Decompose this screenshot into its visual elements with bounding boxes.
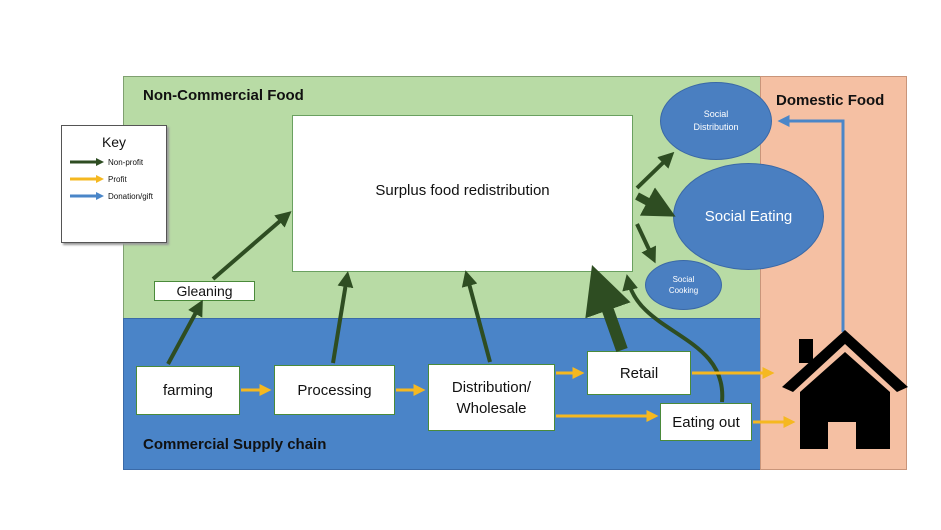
arrow-home-socialdist bbox=[777, 115, 845, 332]
social-eating-ellipse: Social Eating bbox=[673, 163, 824, 270]
nonprofit-arrow-icon bbox=[70, 158, 104, 166]
eating-out-box: Eating out bbox=[660, 403, 752, 441]
key-profit-label: Profit bbox=[108, 174, 127, 184]
retail-box: Retail bbox=[587, 351, 691, 395]
arrow-eatingout-surplus bbox=[622, 274, 725, 403]
house-icon bbox=[782, 330, 908, 449]
social-cooking-ellipse: Social Cooking bbox=[645, 260, 722, 310]
key-nonprofit-label: Non-profit bbox=[108, 157, 144, 167]
key-legend: Key Non-profit Profit Donation/gift bbox=[61, 125, 167, 243]
arrow-retail-surplus bbox=[585, 265, 631, 352]
farming-label: farming bbox=[162, 382, 214, 399]
domestic-label: Domestic Food bbox=[776, 92, 885, 109]
key-donation-label: Donation/gift bbox=[108, 191, 153, 201]
key-item-profit: Profit bbox=[68, 174, 160, 184]
eating-out-label: Eating out bbox=[672, 413, 740, 431]
social-eating-label: Social Eating bbox=[704, 208, 793, 225]
gleaning-box: Gleaning bbox=[154, 281, 255, 301]
profit-arrow-icon bbox=[70, 175, 104, 183]
arrow-processing-surplus bbox=[331, 271, 354, 364]
arrow-surplus-socialcooking bbox=[635, 223, 656, 264]
gleaning-label: Gleaning bbox=[176, 283, 233, 299]
distribution-label: Distribution/ Wholesale bbox=[451, 378, 532, 417]
processing-label: Processing bbox=[297, 381, 372, 399]
key-item-donation: Donation/gift bbox=[68, 191, 160, 201]
donation-arrow-icon bbox=[70, 192, 104, 200]
social-distribution-ellipse: Social Distribution bbox=[660, 82, 772, 160]
key-item-nonprofit: Non-profit bbox=[68, 157, 160, 167]
arrow-distribution-surplus bbox=[461, 270, 492, 363]
arrow-gleaning-surplus bbox=[211, 211, 292, 281]
arrow-farming-gleaning bbox=[166, 299, 203, 365]
processing-box: Processing bbox=[274, 365, 395, 415]
social-distribution-label: Social Distribution bbox=[693, 109, 739, 132]
distribution-box: Distribution/ Wholesale bbox=[428, 364, 555, 431]
surplus-label: Surplus food redistribution bbox=[375, 181, 550, 199]
social-cooking-label: Social Cooking bbox=[668, 275, 699, 295]
key-title: Key bbox=[101, 134, 127, 150]
retail-label: Retail bbox=[619, 364, 659, 382]
farming-box: farming bbox=[136, 366, 240, 415]
commercial-label: Commercial Supply chain bbox=[143, 436, 327, 453]
arrow-surplus-socialeating bbox=[635, 187, 676, 217]
arrow-surplus-socialdist bbox=[635, 151, 675, 190]
non-commercial-label: Non-Commercial Food bbox=[143, 87, 304, 104]
